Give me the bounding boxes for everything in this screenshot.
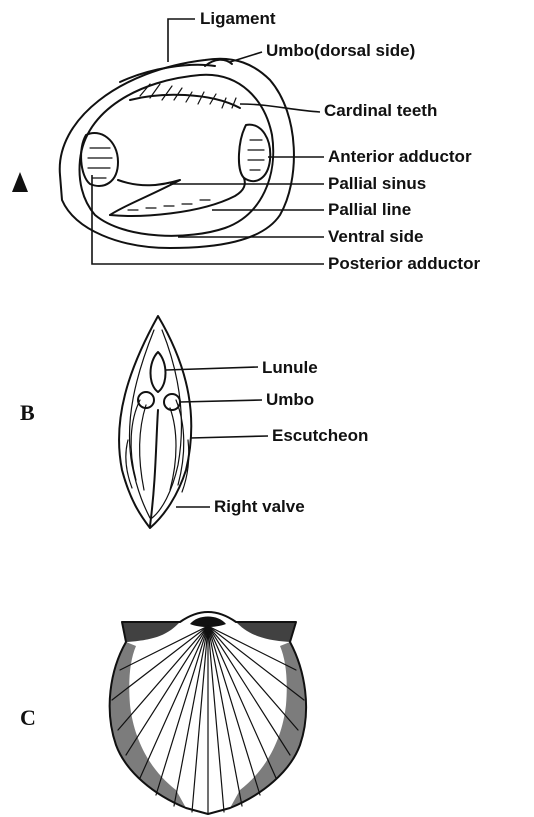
section-c: C <box>20 612 306 814</box>
section-b-marker: B <box>20 400 35 425</box>
anterior-adductor-scar <box>239 125 270 181</box>
label-anterior-adductor: Anterior adductor <box>328 147 472 166</box>
label-ventral-side: Ventral side <box>328 227 423 246</box>
label-escutcheon: Escutcheon <box>272 426 368 445</box>
scallop-c-right-shading <box>230 642 306 808</box>
scallop-c-left-ear <box>122 622 180 642</box>
posterior-adductor-dashes <box>88 148 112 178</box>
section-c-marker: C <box>20 705 36 730</box>
shell-a-outline <box>60 59 294 248</box>
section-a-marker-glyph <box>12 172 28 192</box>
umbo-b-right <box>164 394 180 410</box>
label-pallial-sinus: Pallial sinus <box>328 174 426 193</box>
label-pallial-line: Pallial line <box>328 200 411 219</box>
section-b: B Lunule Umbo Escutch <box>20 316 368 528</box>
scallop-c-ribs <box>112 626 304 814</box>
label-right-valve: Right valve <box>214 497 305 516</box>
label-posterior-adductor: Posterior adductor <box>328 254 480 273</box>
label-umbo-dorsal: Umbo(dorsal side) <box>266 41 415 60</box>
cardinal-teeth-a <box>130 84 240 108</box>
label-ligament: Ligament <box>200 9 276 28</box>
scallop-c-right-ear <box>236 622 296 642</box>
scallop-c-left-shading <box>110 642 186 808</box>
escutcheon-b <box>150 410 158 526</box>
section-a: A <box>0 0 480 273</box>
label-umbo: Umbo <box>266 390 314 409</box>
pallial-sinus-a <box>110 180 180 215</box>
label-cardinal-teeth: Cardinal teeth <box>324 101 437 120</box>
lunule-b <box>151 352 166 392</box>
label-lunule: Lunule <box>262 358 318 377</box>
anterior-adductor-dashes <box>248 140 264 170</box>
